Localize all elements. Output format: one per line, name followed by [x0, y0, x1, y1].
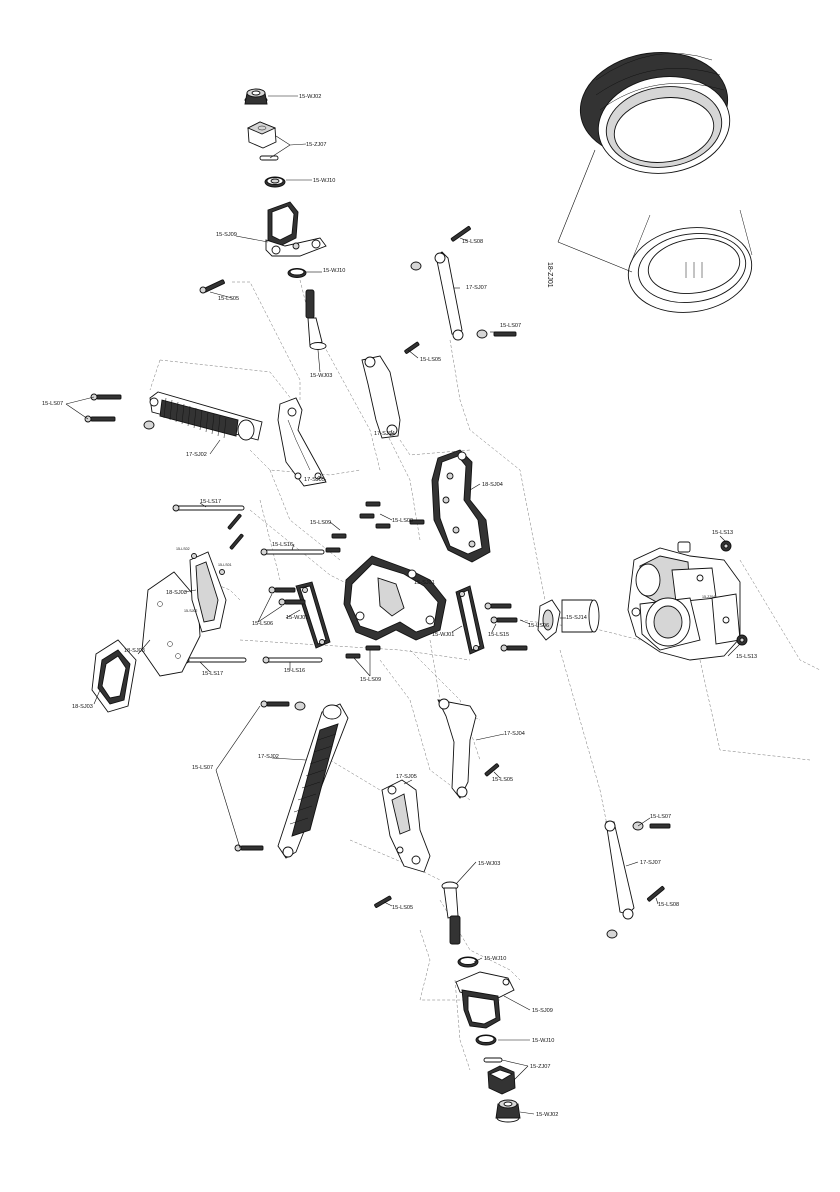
screws-ls06 — [268, 586, 528, 659]
steering-link-top — [404, 225, 517, 354]
screw-ls05-top — [199, 279, 225, 294]
label-wj10-mid: 15-WJ10 — [323, 268, 345, 274]
steering-knuckle-bottom — [455, 971, 515, 1029]
assembly-guide-lines — [149, 279, 821, 1071]
label-sj04-bottom: 17-SJ04 — [504, 731, 525, 737]
label-wj02-top: 15-WJ02 — [299, 94, 321, 100]
label-ls13-bottom: 15-LS13 — [736, 654, 757, 660]
label-wj10-low: 15-WJ10 — [532, 1038, 554, 1044]
label-wj03-top: 15-WJ03 — [310, 373, 332, 379]
shock-mount-bottom — [381, 779, 431, 873]
screws-ls13 — [720, 540, 748, 646]
label-18-sj04: 18-SJ04 — [482, 482, 503, 488]
label-ls01-tiny: 15-LS01 — [218, 563, 232, 567]
center-screws-group — [325, 501, 425, 553]
bearing-bottom-mid — [457, 956, 479, 968]
top-hub-stack — [199, 88, 327, 350]
label-sj03-plate: 18-SJ03 — [124, 648, 145, 654]
bulkhead-18-sj04 — [431, 449, 491, 563]
lower-shock-assembly — [234, 700, 349, 859]
label-ls09-a: 15-LS09 — [310, 520, 331, 526]
bearing-top — [264, 176, 286, 188]
label-zj07-top: 15-ZJ07 — [306, 142, 327, 148]
label-ls09-b: 15-LS09 — [392, 518, 413, 524]
wheel-rim — [627, 209, 753, 313]
label-wj02-bottom: 15-WJ02 — [536, 1112, 558, 1118]
label-sj01-center: 15-SJ01 — [414, 580, 435, 586]
label-ls17-top: 15-LS17 — [200, 499, 221, 505]
label-zj01: 18-ZJ01 — [546, 262, 553, 288]
label-ls15: 15-LS15 — [488, 632, 509, 638]
label-sj04-top: 17-SJ04 — [374, 431, 395, 437]
label-ls07-left: 15-LS07 — [42, 401, 63, 407]
upper-shock-assembly — [84, 391, 263, 441]
label-sj03-bottom: 18-SJ03 — [72, 704, 93, 710]
label-ls09-bottom: 15-LS09 — [360, 677, 381, 683]
label-ls06-right: 15-LS06 — [528, 623, 549, 629]
hex-pin-top — [259, 155, 279, 161]
label-wj01-right: 15-WJ01 — [432, 632, 454, 638]
link-bars — [295, 581, 485, 655]
hex-adapter-top — [246, 121, 277, 149]
drive-cup-sj14 — [537, 599, 600, 641]
label-ls05-a: 15-LS05 — [218, 296, 239, 302]
label-ls13-top: 15-LS13 — [712, 530, 733, 536]
hex-pin-bottom — [483, 1057, 503, 1063]
label-sj09-top: 15-SJ09 — [216, 232, 237, 238]
tire-and-wheel — [557, 52, 753, 313]
label-sj02-top: 17-SJ02 — [186, 452, 207, 458]
shock-body-top — [149, 391, 263, 441]
bearing-mid — [287, 268, 307, 278]
label-wj03-bottom: 15-WJ03 — [478, 861, 500, 867]
label-sj07-bottom: 17-SJ07 — [640, 860, 661, 866]
label-ls08-top: 15-LS08 — [462, 239, 483, 245]
steering-knuckle-top — [265, 201, 327, 257]
label-zj04: 15-ZJ04 — [702, 595, 715, 599]
label-sj03-small: 18-SJ03 — [166, 590, 187, 596]
shock-mount-top — [277, 397, 327, 487]
label-wj10-top: 15-WJ10 — [313, 178, 335, 184]
label-ls05-c: 15-LS05 — [492, 777, 513, 783]
kingpin-bottom — [441, 881, 461, 945]
tire — [579, 52, 731, 174]
label-wj01-left: 15-WJ01 — [286, 615, 308, 621]
gearbox-zj04 — [627, 541, 741, 661]
label-sj09-bottom: 15-SJ09 — [532, 1008, 553, 1014]
bottom-hub-stack — [441, 881, 521, 1123]
label-ls05-b: 15-LS05 — [420, 357, 441, 363]
label-ls07-bottom-left: 15-LS07 — [192, 765, 213, 771]
label-sj02-bottom: 17-SJ02 — [258, 754, 279, 760]
label-sj05-top: 17-SJ05 — [304, 477, 325, 483]
label-ls17-bottom: 15-LS17 — [202, 671, 223, 677]
hex-adapter-bottom — [487, 1065, 516, 1095]
shock-screws-left — [84, 393, 155, 430]
kingpin-top — [305, 289, 327, 350]
label-ls07-bottom-right: 15-LS07 — [650, 814, 671, 820]
label-ls06-left: 15-LS06 — [252, 621, 273, 627]
front-plate-assembly — [91, 513, 244, 713]
center-chassis-block — [343, 555, 447, 641]
part-labels: 15-WJ02 15-ZJ07 15-WJ10 15-SJ09 15-WJ10 … — [42, 94, 757, 1118]
leader-lines — [65, 95, 741, 1115]
label-sj05-bottom: 17-SJ05 — [396, 774, 417, 780]
flange-nut-bottom — [495, 1099, 521, 1123]
bearing-bottom — [475, 1034, 497, 1046]
label-sj07-top: 17-SJ07 — [466, 285, 487, 291]
label-sj02-tiny: 15-SJ02 — [184, 609, 197, 613]
flange-nut-top — [244, 88, 268, 105]
label-ls07-top-right: 15-LS07 — [500, 323, 521, 329]
label-ls16-bottom: 15-LS16 — [284, 668, 305, 674]
label-zj07-bottom: 15-ZJ07 — [530, 1064, 551, 1070]
label-ls02-tiny: 15-LS02 — [176, 547, 190, 551]
long-pins — [172, 504, 325, 664]
label-ls08-bottom: 15-LS08 — [658, 902, 679, 908]
label-ls05-d: 15-LS05 — [392, 905, 413, 911]
label-sj14: 15-SJ14 — [566, 615, 587, 621]
upright-arm-bottom — [437, 698, 500, 799]
screw-ls07-top-right — [476, 329, 517, 339]
label-ls16-top: 15-LS16 — [272, 542, 293, 548]
label-wj10-bottom: 15-WJ10 — [484, 956, 506, 962]
